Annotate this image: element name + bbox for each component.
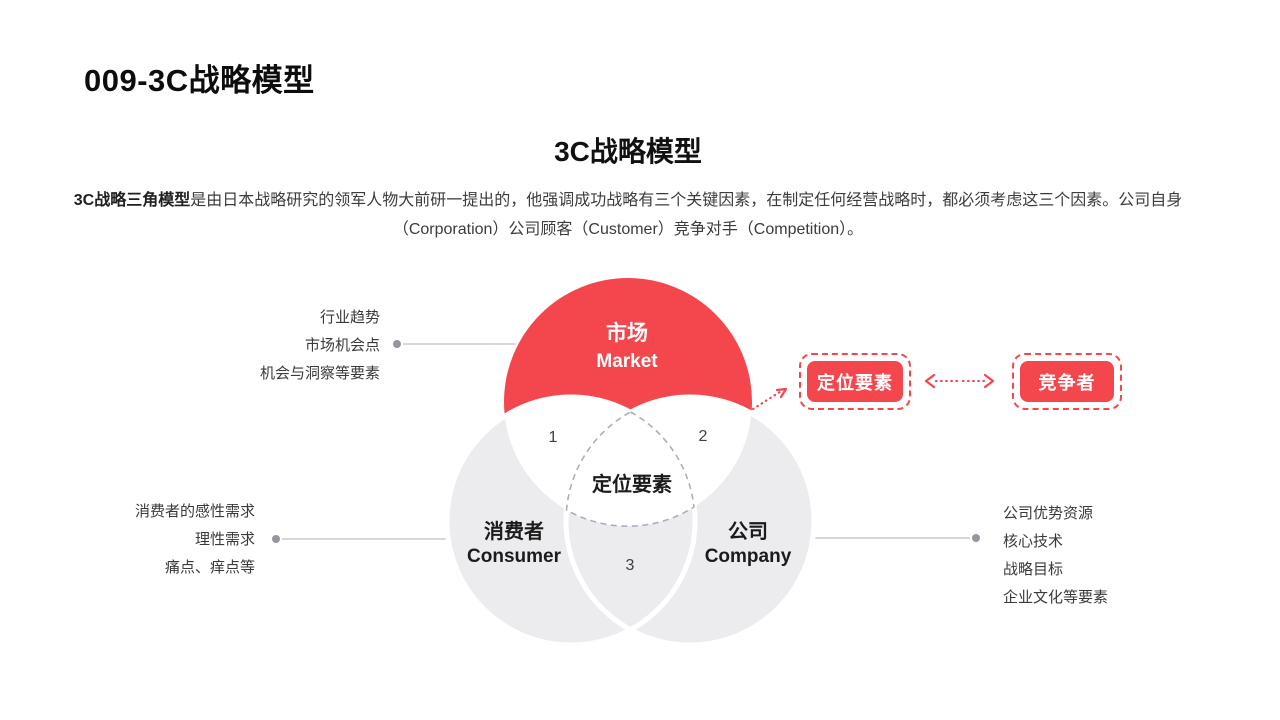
factor-item: 企业文化等要素 [1003,589,1109,606]
positioning-callout-box: 定位要素 [799,353,911,410]
company-label-zh: 公司 [728,521,768,543]
region-number-3: 3 [625,557,635,574]
factor-item: 核心技术 [1003,533,1064,550]
consumer-label: 消费者 Consumer [414,519,614,569]
intro-line1-rest: 是由日本战略研究的领军人物大前研一提出的，他强调成功战略有三个关键因素，在制定任… [190,192,1183,209]
competitor-callout-box: 竞争者 [1012,353,1122,410]
market-label: 市场 Market [527,320,727,375]
intro-paragraph: 3C战略三角模型是由日本战略研究的领军人物大前研一提出的，他强调成功战略有三个关… [73,186,1183,244]
factor-item: 机会与洞察等要素 [259,365,380,382]
consumer-label-en: Consumer [467,546,561,567]
region-number-2: 2 [698,428,708,445]
consumer-label-zh: 消费者 [484,521,544,543]
positioning-callout-label: 定位要素 [807,361,903,402]
market-label-en: Market [596,351,658,372]
factor-item: 痛点、痒点等 [164,559,255,576]
arrow-shaft [751,388,785,411]
company-factors-connector [812,534,980,542]
dotted-arrow-to-positioning [751,387,788,411]
company-label-en: Company [704,546,792,567]
company-circle-outline [563,394,817,648]
arrow-head-icon [775,387,788,399]
market-label-zh: 市场 [606,322,648,345]
arrow-head-right-icon [983,373,995,389]
factor-item: 行业趋势 [319,309,380,326]
slide-heading: 3C战略模型 [554,136,702,167]
market-factors-connector [393,340,516,348]
factor-item: 公司优势资源 [1003,505,1094,522]
connector-dot [972,534,980,542]
consumer-factors-connector [272,535,447,543]
consumer-factor-list: 消费者的感性需求 理性需求 痛点、痒点等 [45,498,255,582]
factor-item: 理性需求 [194,531,255,548]
factor-item: 市场机会点 [304,337,380,354]
arrow-head-left-icon [924,373,936,389]
factor-item: 消费者的感性需求 [134,503,255,520]
region-number-1: 1 [548,429,558,446]
center-region-outline [565,411,695,527]
market-factor-list: 行业趋势 市场机会点 机会与洞察等要素 [150,304,380,388]
consumer-circle-outline [444,394,698,648]
connector-dot [272,535,280,543]
connector-dot [393,340,401,348]
center-region-label: 定位要素 [592,474,672,496]
intro-line-1: 3C战略三角模型是由日本战略研究的领军人物大前研一提出的，他强调成功战略有三个关… [73,186,1183,215]
page-title: 009-3C战略模型 [84,63,315,98]
company-label: 公司 Company [648,519,848,569]
company-factor-list: 公司优势资源 核心技术 战略目标 企业文化等要素 [1003,500,1233,612]
intro-line-2: （Corporation）公司顾客（Customer）竞争对手（Competit… [392,221,864,238]
competitor-callout-label: 竞争者 [1020,361,1114,402]
double-arrow-between-boxes [924,373,995,389]
intro-lead-bold: 3C战略三角模型 [73,192,191,209]
factor-item: 战略目标 [1003,561,1064,578]
